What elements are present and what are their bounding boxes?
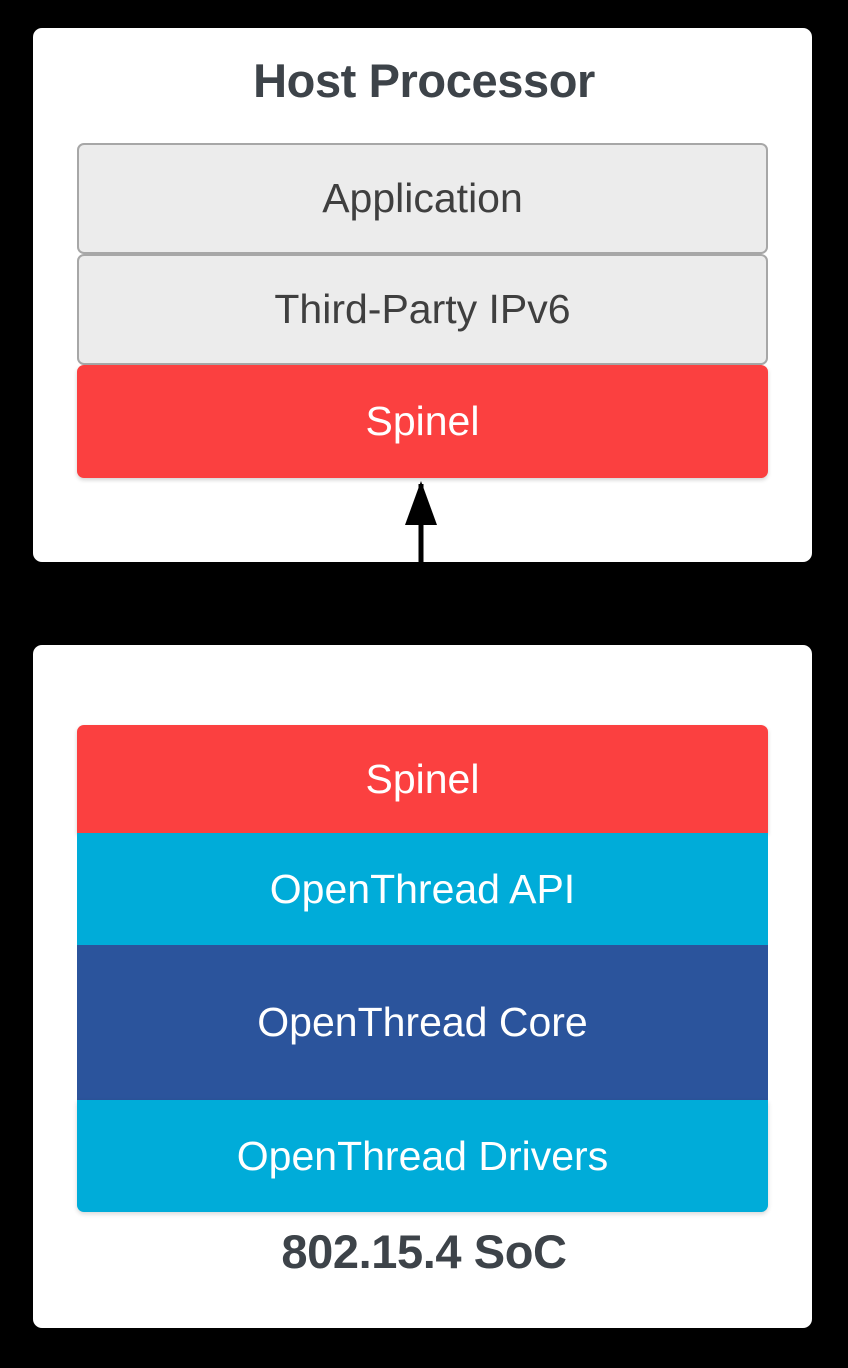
layer-soc-spinel-label: Spinel [365, 755, 480, 802]
layer-third-party-ipv6-label: Third-Party IPv6 [274, 286, 571, 332]
layer-host-spinel-label: Spinel [365, 398, 480, 444]
layer-openthread-drivers: OpenThread Drivers [77, 1100, 768, 1212]
layer-openthread-drivers-label: OpenThread Drivers [236, 1132, 609, 1179]
layer-host-spinel: Spinel [77, 365, 768, 478]
panel-host-processor-title: Host Processor [253, 54, 595, 107]
layer-application-label: Application [322, 175, 523, 221]
layer-openthread-core-label: OpenThread Core [257, 999, 588, 1045]
layer-application: Application [77, 143, 768, 254]
layer-openthread-api: OpenThread API [77, 833, 768, 945]
layer-third-party-ipv6: Third-Party IPv6 [77, 254, 768, 365]
layer-openthread-core: OpenThread Core [77, 945, 768, 1100]
layer-openthread-api-label: OpenThread API [269, 865, 576, 912]
panel-802-15-4-soc-title: 802.15.4 SoC [281, 1225, 567, 1278]
layer-soc-spinel: Spinel [77, 725, 768, 833]
